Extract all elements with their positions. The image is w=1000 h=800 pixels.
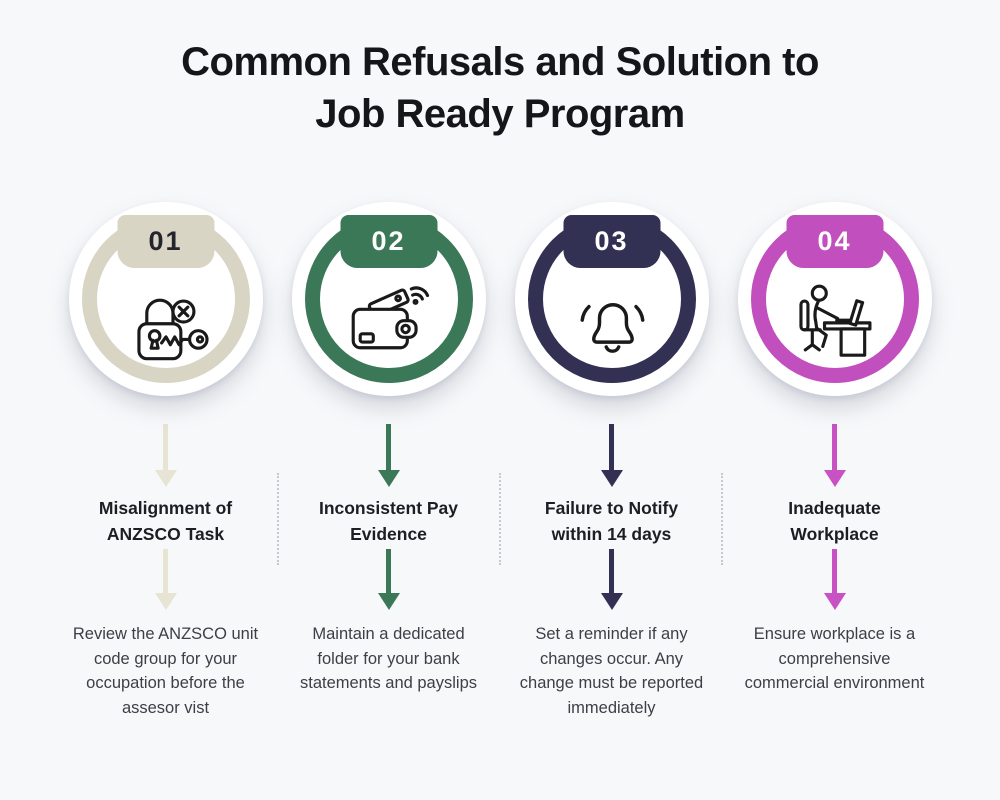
step-2-column: 02 <box>277 140 500 720</box>
step-4-arrow-top <box>823 424 846 487</box>
step-3-column: 03 Failure to Notify within 14 days <box>500 140 723 720</box>
step-1-number: 01 <box>148 226 183 256</box>
steps-grid: 01 <box>0 140 1000 720</box>
step-3-number: 03 <box>594 226 629 256</box>
column-divider-3 <box>721 473 723 565</box>
page-title-line-2: Job Ready Program <box>315 92 685 136</box>
bell-ringing-icon <box>564 276 660 368</box>
column-divider-1 <box>277 473 279 565</box>
step-3-arrow-top <box>600 424 623 487</box>
step-4-badge: 04 <box>737 202 932 396</box>
step-1-description: Review the ANZSCO unit code group for yo… <box>72 625 259 717</box>
step-1-arrow-bottom <box>154 549 177 610</box>
step-4-arrow-bottom <box>823 549 846 610</box>
step-3-heading: Failure to Notify within 14 days <box>544 498 679 544</box>
person-desk-icon <box>787 276 883 368</box>
column-divider-2 <box>499 473 501 565</box>
step-3-description: Set a reminder if any changes occur. Any… <box>519 625 704 717</box>
step-2-heading: Inconsistent Pay Evidence <box>318 498 459 544</box>
step-4-column: 04 <box>723 140 946 720</box>
step-1-column: 01 <box>54 140 277 720</box>
step-2-description: Maintain a dedicated folder for your ban… <box>299 625 477 692</box>
step-3-arrow-bottom <box>600 549 623 610</box>
step-2-arrow-top <box>377 424 400 487</box>
step-3-badge: 03 <box>514 202 709 396</box>
page-title: Common Refusals and Solution to Job Read… <box>0 0 1000 140</box>
step-4-number-tab: 04 <box>786 215 883 268</box>
step-4-heading: Inadequate Workplace <box>788 498 881 544</box>
step-2-arrow-bottom <box>377 549 400 610</box>
step-2-number-tab: 02 <box>340 215 437 268</box>
step-1-number-tab: 01 <box>117 215 214 268</box>
step-2-number: 02 <box>371 226 406 256</box>
wallet-contactless-icon <box>341 276 437 368</box>
step-4-description: Ensure workplace is a comprehensive comm… <box>744 625 925 692</box>
step-1-heading: Misalignment of ANZSCO Task <box>98 498 233 544</box>
page-title-line-1: Common Refusals and Solution to <box>181 40 819 84</box>
step-1-badge: 01 <box>68 202 263 396</box>
step-4-number: 04 <box>817 226 852 256</box>
step-3-number-tab: 03 <box>563 215 660 268</box>
lock-key-error-icon <box>118 276 214 368</box>
step-2-badge: 02 <box>291 202 486 396</box>
step-1-arrow-top <box>154 424 177 487</box>
